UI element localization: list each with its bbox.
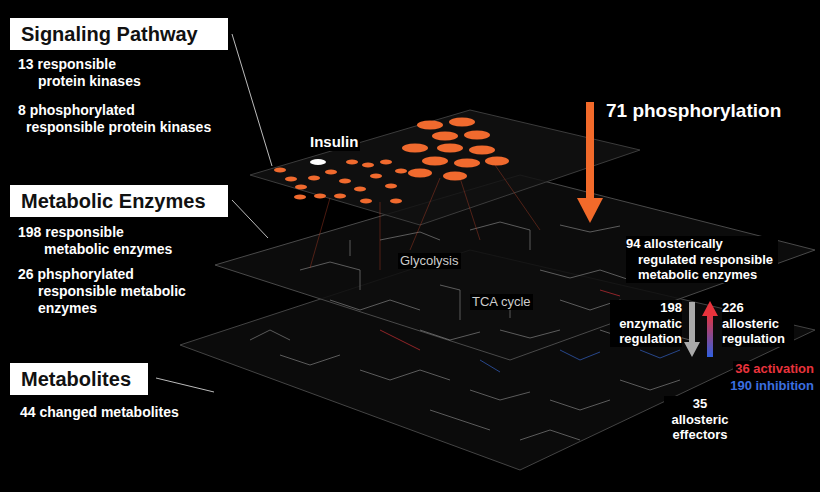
count-note: 35 allosteric effectors — [664, 396, 736, 443]
metabolic-network — [420, 330, 480, 340]
kinase-ellipses — [454, 159, 480, 168]
pathway-label: TCA cycle — [470, 294, 533, 310]
kinase-ellipses — [285, 177, 297, 182]
metabolic-network — [330, 300, 420, 310]
metabolic-network — [300, 262, 360, 290]
network-plane — [250, 110, 640, 225]
metabolic-network — [560, 225, 620, 232]
inhibition-count: 190 inhibition — [728, 378, 816, 394]
phosphorylation-traces — [495, 165, 540, 230]
leader-line — [232, 200, 268, 238]
kinase-ellipses — [408, 169, 432, 178]
allosteric-arrow — [702, 301, 718, 316]
kinase-ellipses — [308, 176, 320, 181]
kinase-ellipses — [360, 199, 372, 204]
metabolic-network — [470, 390, 530, 400]
phosphorylation-traces — [310, 165, 540, 270]
arrow-label: 71 phosphorylation — [604, 100, 783, 123]
enzymatic-arrow — [684, 342, 700, 357]
metabolic-network — [350, 240, 351, 256]
regulation-traces — [380, 330, 420, 350]
layer-title: Metabolic Enzymes — [21, 189, 217, 213]
kinase-ellipses — [294, 195, 306, 200]
regulation-traces — [480, 360, 500, 372]
leader-line — [156, 378, 214, 392]
kinase-ellipses — [443, 172, 467, 181]
phosphorylation-arrow — [577, 198, 603, 223]
count-note: 94 allosterically regulated responsible … — [626, 236, 778, 283]
hormone-label: Insulin — [308, 133, 360, 151]
count-note: 13 responsible protein kinases — [18, 56, 148, 90]
phosphorylation-traces — [380, 202, 381, 270]
allosteric-arrow — [702, 301, 718, 357]
kinase-ellipses — [422, 157, 448, 166]
phosphorylation-traces — [310, 198, 330, 268]
count-note: 8 phosphorylated responsible protein kin… — [18, 102, 214, 136]
kinase-ellipses — [380, 160, 392, 165]
metabolic-network — [250, 330, 290, 340]
count-note: 26 phsphorylated responsible metabolic e… — [18, 266, 198, 316]
regulation-traces — [560, 350, 600, 360]
metabolic-network — [360, 370, 450, 380]
metabolic-network — [380, 232, 440, 240]
layer-title: Signaling Pathway — [21, 22, 217, 46]
kinase-ellipses — [346, 160, 358, 165]
kinase-ellipses — [334, 194, 346, 199]
phosphorylation-traces — [460, 178, 480, 240]
insulin-marker — [310, 159, 326, 165]
metabolic-network — [430, 410, 490, 430]
phosphorylation-arrow — [586, 102, 594, 200]
kinase-ellipses — [339, 179, 351, 184]
kinase-ellipses — [469, 146, 495, 155]
metabolic-network — [280, 355, 340, 365]
layer-title: Metabolites — [21, 367, 137, 391]
insulin-marker — [310, 159, 326, 165]
activation-count: 36 activation — [733, 361, 816, 377]
kinase-ellipses — [274, 118, 509, 204]
kinase-ellipses — [354, 187, 366, 192]
kinase-ellipses — [402, 144, 428, 153]
kinase-ellipses — [437, 144, 463, 153]
phosphorylation-arrow — [577, 102, 603, 223]
kinase-ellipses — [432, 132, 458, 141]
layer-title-box: Metabolites — [10, 363, 148, 395]
kinase-ellipses — [295, 185, 307, 190]
kinase-ellipses — [449, 118, 475, 127]
kinase-ellipses — [385, 184, 397, 189]
phosphorylation-traces — [410, 178, 440, 250]
kinase-ellipses — [325, 170, 337, 175]
kinase-ellipses — [370, 174, 382, 179]
metabolic-network — [500, 330, 560, 338]
regulation-traces — [640, 350, 680, 358]
pathway-label: Glycolysis — [398, 253, 461, 269]
kinase-ellipses — [362, 163, 374, 168]
kinase-ellipses — [274, 168, 286, 173]
kinase-ellipses — [464, 131, 490, 140]
metabolic-network — [550, 400, 610, 410]
kinase-ellipses — [314, 194, 326, 199]
metabolic-network — [620, 380, 680, 390]
allosteric-arrow — [707, 314, 713, 357]
network-plane — [215, 175, 815, 360]
kinase-ellipses — [485, 157, 509, 166]
layer-title-box: Signaling Pathway — [10, 18, 228, 50]
metabolic-network — [440, 285, 460, 320]
count-note: 198 responsible metabolic enzymes — [18, 224, 179, 258]
count-note: 44 changed metabolites — [18, 404, 181, 421]
layer-title-box: Metabolic Enzymes — [10, 185, 228, 217]
network-plane — [180, 110, 815, 470]
arrow-label: 226 allosteric regulation — [722, 300, 794, 347]
arrow-label: 198 enzymatic regulation — [610, 300, 682, 347]
kinase-ellipses — [417, 121, 443, 130]
enzymatic-arrow — [684, 302, 700, 357]
enzymatic-arrow — [689, 302, 695, 344]
kinase-ellipses — [390, 199, 402, 204]
metabolic-network — [520, 430, 580, 440]
kinase-ellipses — [395, 169, 407, 174]
leader-line — [232, 34, 272, 166]
regulation-traces — [600, 290, 620, 296]
metabolic-network — [540, 270, 630, 280]
